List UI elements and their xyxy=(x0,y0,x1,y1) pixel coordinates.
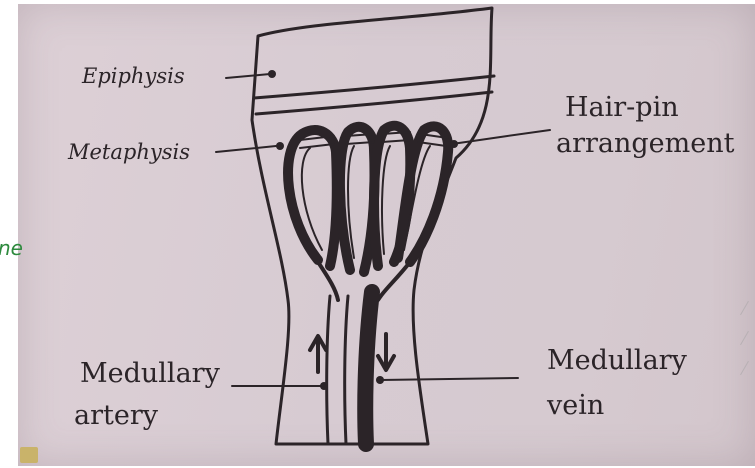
hairpin-loop-1 xyxy=(288,130,337,266)
medullary-artery-label-line2: artery xyxy=(74,400,158,431)
medullary-vein-label-line2: vein xyxy=(547,390,604,421)
hairpin-inner-3 xyxy=(382,146,390,254)
medullary-artery-label-line1: Medullary xyxy=(80,358,220,389)
medullary-artery-wall-left xyxy=(327,296,330,444)
page-tab-icon xyxy=(20,447,38,463)
leader-medullary-vein xyxy=(380,378,518,380)
hairpin-label-line2: arrangement xyxy=(556,128,734,159)
metaphysis-label: Metaphysis xyxy=(68,140,190,164)
vein-arrow-down xyxy=(378,334,394,370)
artery-arrow-up xyxy=(310,336,326,372)
dot-hairpin xyxy=(450,140,458,148)
dot-epiphysis xyxy=(268,70,276,78)
dot-medullary-vein xyxy=(376,376,384,384)
vein-branch xyxy=(378,262,410,300)
leader-hairpin xyxy=(452,130,550,144)
leader-epiphysis xyxy=(226,74,270,78)
dot-metaphysis xyxy=(276,142,284,150)
medullary-vein xyxy=(365,292,372,444)
hairpin-label-line1: Hair-pin xyxy=(565,92,679,123)
dot-medullary-artery xyxy=(320,382,328,390)
leader-metaphysis xyxy=(216,146,276,152)
medullary-artery-wall-right xyxy=(345,296,348,444)
medullary-vein-label-line1: Medullary xyxy=(547,345,687,376)
epiphysis-label: Epiphysis xyxy=(82,64,185,88)
handwritten-annotation: ne xyxy=(0,236,23,260)
